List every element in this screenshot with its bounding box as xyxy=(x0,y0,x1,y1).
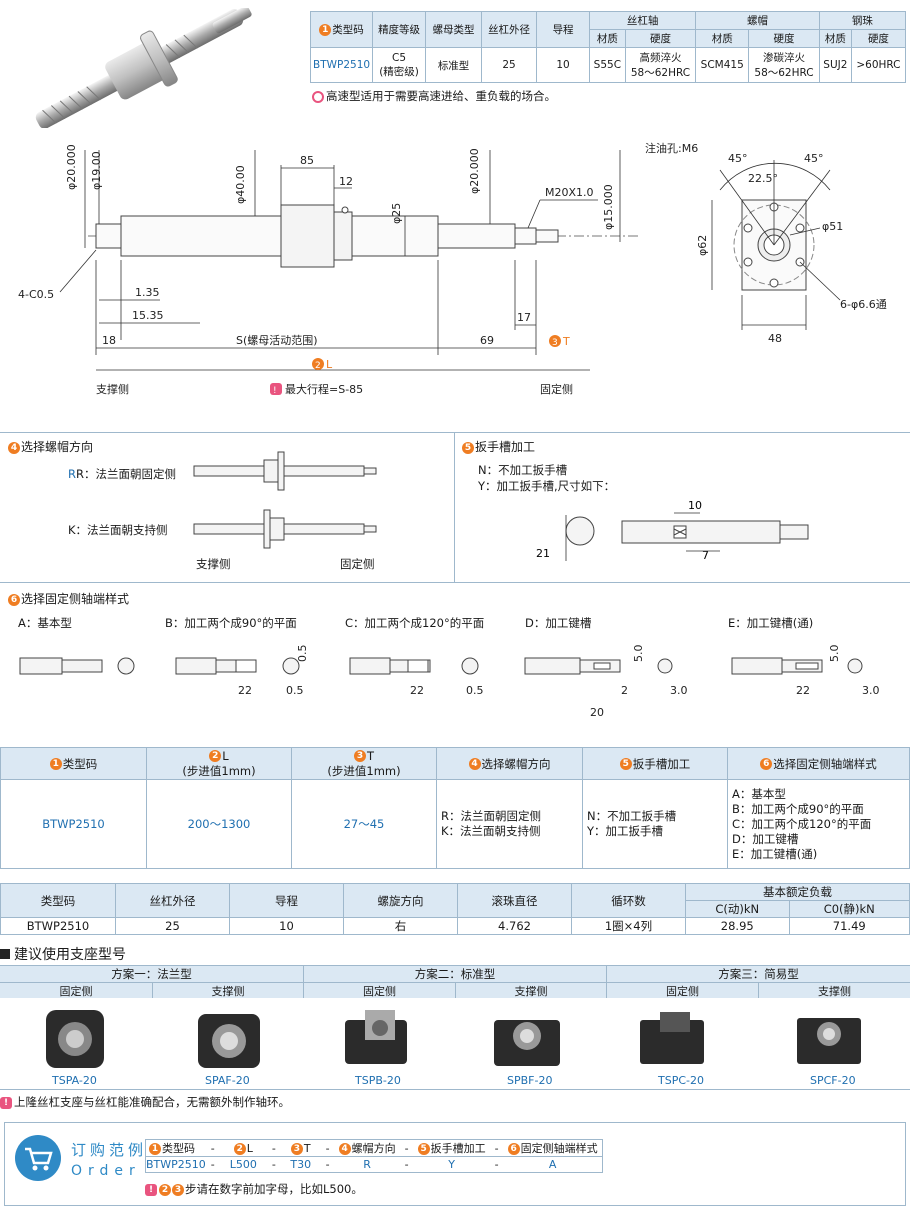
svg-text:φ20.000: φ20.000 xyxy=(65,144,78,190)
svg-text:φ15.000: φ15.000 xyxy=(602,184,615,230)
cart-icon xyxy=(15,1135,61,1181)
svg-text:6-φ6.6通: 6-φ6.6通 xyxy=(840,298,887,311)
svg-text:φ20.000: φ20.000 xyxy=(468,148,481,194)
svg-text:φ40.00: φ40.00 xyxy=(234,165,247,204)
spec-note: 高速型适用于需要高速进给、重负载的场合。 xyxy=(312,88,556,104)
svg-text:S(螺母活动范围): S(螺母活动范围) xyxy=(236,333,318,347)
svg-text:45°: 45° xyxy=(728,152,748,165)
svg-text:2: 2 xyxy=(315,361,321,371)
svg-text:45°: 45° xyxy=(804,152,824,165)
svg-text:T: T xyxy=(562,335,570,348)
svg-text:3.0: 3.0 xyxy=(862,684,880,697)
main-drawing: φ20.000 φ19.00 φ40.00 85 12 φ25 φ20.000 … xyxy=(18,141,887,396)
nut-direction-drawing xyxy=(193,451,377,549)
svg-text:15.35: 15.35 xyxy=(132,309,164,322)
sec6-e: E：加工键槽(通) xyxy=(728,616,814,630)
svg-text:20: 20 xyxy=(590,706,604,719)
svg-text:10: 10 xyxy=(688,499,702,512)
svg-text:3.0: 3.0 xyxy=(670,684,688,697)
support-photos xyxy=(46,1010,861,1068)
svg-text:最大行程=S-85: 最大行程=S-85 xyxy=(285,382,363,396)
svg-text:12: 12 xyxy=(339,175,353,188)
svg-text:22: 22 xyxy=(410,684,424,697)
svg-text:7: 7 xyxy=(702,549,709,562)
svg-text:3: 3 xyxy=(552,338,558,348)
svg-text:固定侧: 固定侧 xyxy=(540,382,573,396)
svg-text:L: L xyxy=(326,358,333,371)
sec5-y-label: Y：加工扳手槽,尺寸如下： xyxy=(478,479,616,493)
svg-text:18: 18 xyxy=(102,334,116,347)
sec4-r-label: RR：法兰面朝固定侧 xyxy=(68,467,176,481)
shaft-end-drawings: 22 0.5 22 0.5 2 20 3.0 22 3.0 0.5 5.0 5.0 xyxy=(19,645,880,719)
svg-text:5.0: 5.0 xyxy=(632,645,645,663)
svg-text:注油孔:M6: 注油孔:M6 xyxy=(645,141,698,155)
svg-text:φ62: φ62 xyxy=(696,235,709,256)
sec6-c: C：加工两个成120°的平面 xyxy=(345,616,485,630)
sec4-support: 支撑侧 xyxy=(196,557,231,571)
sec5-n-label: N：不加工扳手槽 xyxy=(478,463,568,477)
support-title: 建议使用支座型号 xyxy=(0,944,126,964)
ball-screw-photo xyxy=(35,8,252,128)
svg-text:22: 22 xyxy=(796,684,810,697)
svg-text:4-C0.5: 4-C0.5 xyxy=(18,288,54,301)
sec6-b: B：加工两个成90°的平面 xyxy=(165,616,297,630)
sec4-fixed: 固定侧 xyxy=(340,557,375,571)
support-note: !上隆丝杠支座与丝杠能准确配合，无需额外制作轴环。 xyxy=(0,1094,290,1110)
sec6-d: D：加工键槽 xyxy=(525,616,592,630)
svg-text:48: 48 xyxy=(768,332,782,345)
svg-text:22: 22 xyxy=(238,684,252,697)
svg-text:5.0: 5.0 xyxy=(828,645,841,663)
svg-text:φ25: φ25 xyxy=(390,203,403,224)
svg-text:69: 69 xyxy=(480,334,494,347)
sec6-a: A：基本型 xyxy=(18,616,72,630)
svg-text:85: 85 xyxy=(300,154,314,167)
support-grid: 方案一：法兰型 方案二：标准型 方案三：简易型 固定侧 支撑侧 固定侧 支撑侧 … xyxy=(0,965,910,1090)
svg-text:φ51: φ51 xyxy=(822,220,843,233)
wrench-slot-drawing: 21 10 7 xyxy=(536,499,809,562)
svg-text:0.5: 0.5 xyxy=(286,684,304,697)
svg-text:M20X1.0: M20X1.0 xyxy=(545,186,594,199)
svg-text:22.5°: 22.5° xyxy=(748,172,778,185)
svg-text:0.5: 0.5 xyxy=(466,684,484,697)
sec4-k-label: K：法兰面朝支持侧 xyxy=(68,523,168,537)
svg-text:!: ! xyxy=(273,386,277,396)
svg-text:φ19.00: φ19.00 xyxy=(90,151,103,190)
svg-text:2: 2 xyxy=(621,684,628,697)
svg-text:支撑侧: 支撑侧 xyxy=(96,382,129,396)
svg-text:21: 21 xyxy=(536,547,550,560)
svg-text:17: 17 xyxy=(517,311,531,324)
svg-text:0.5: 0.5 xyxy=(296,645,309,663)
svg-text:1.35: 1.35 xyxy=(135,286,160,299)
